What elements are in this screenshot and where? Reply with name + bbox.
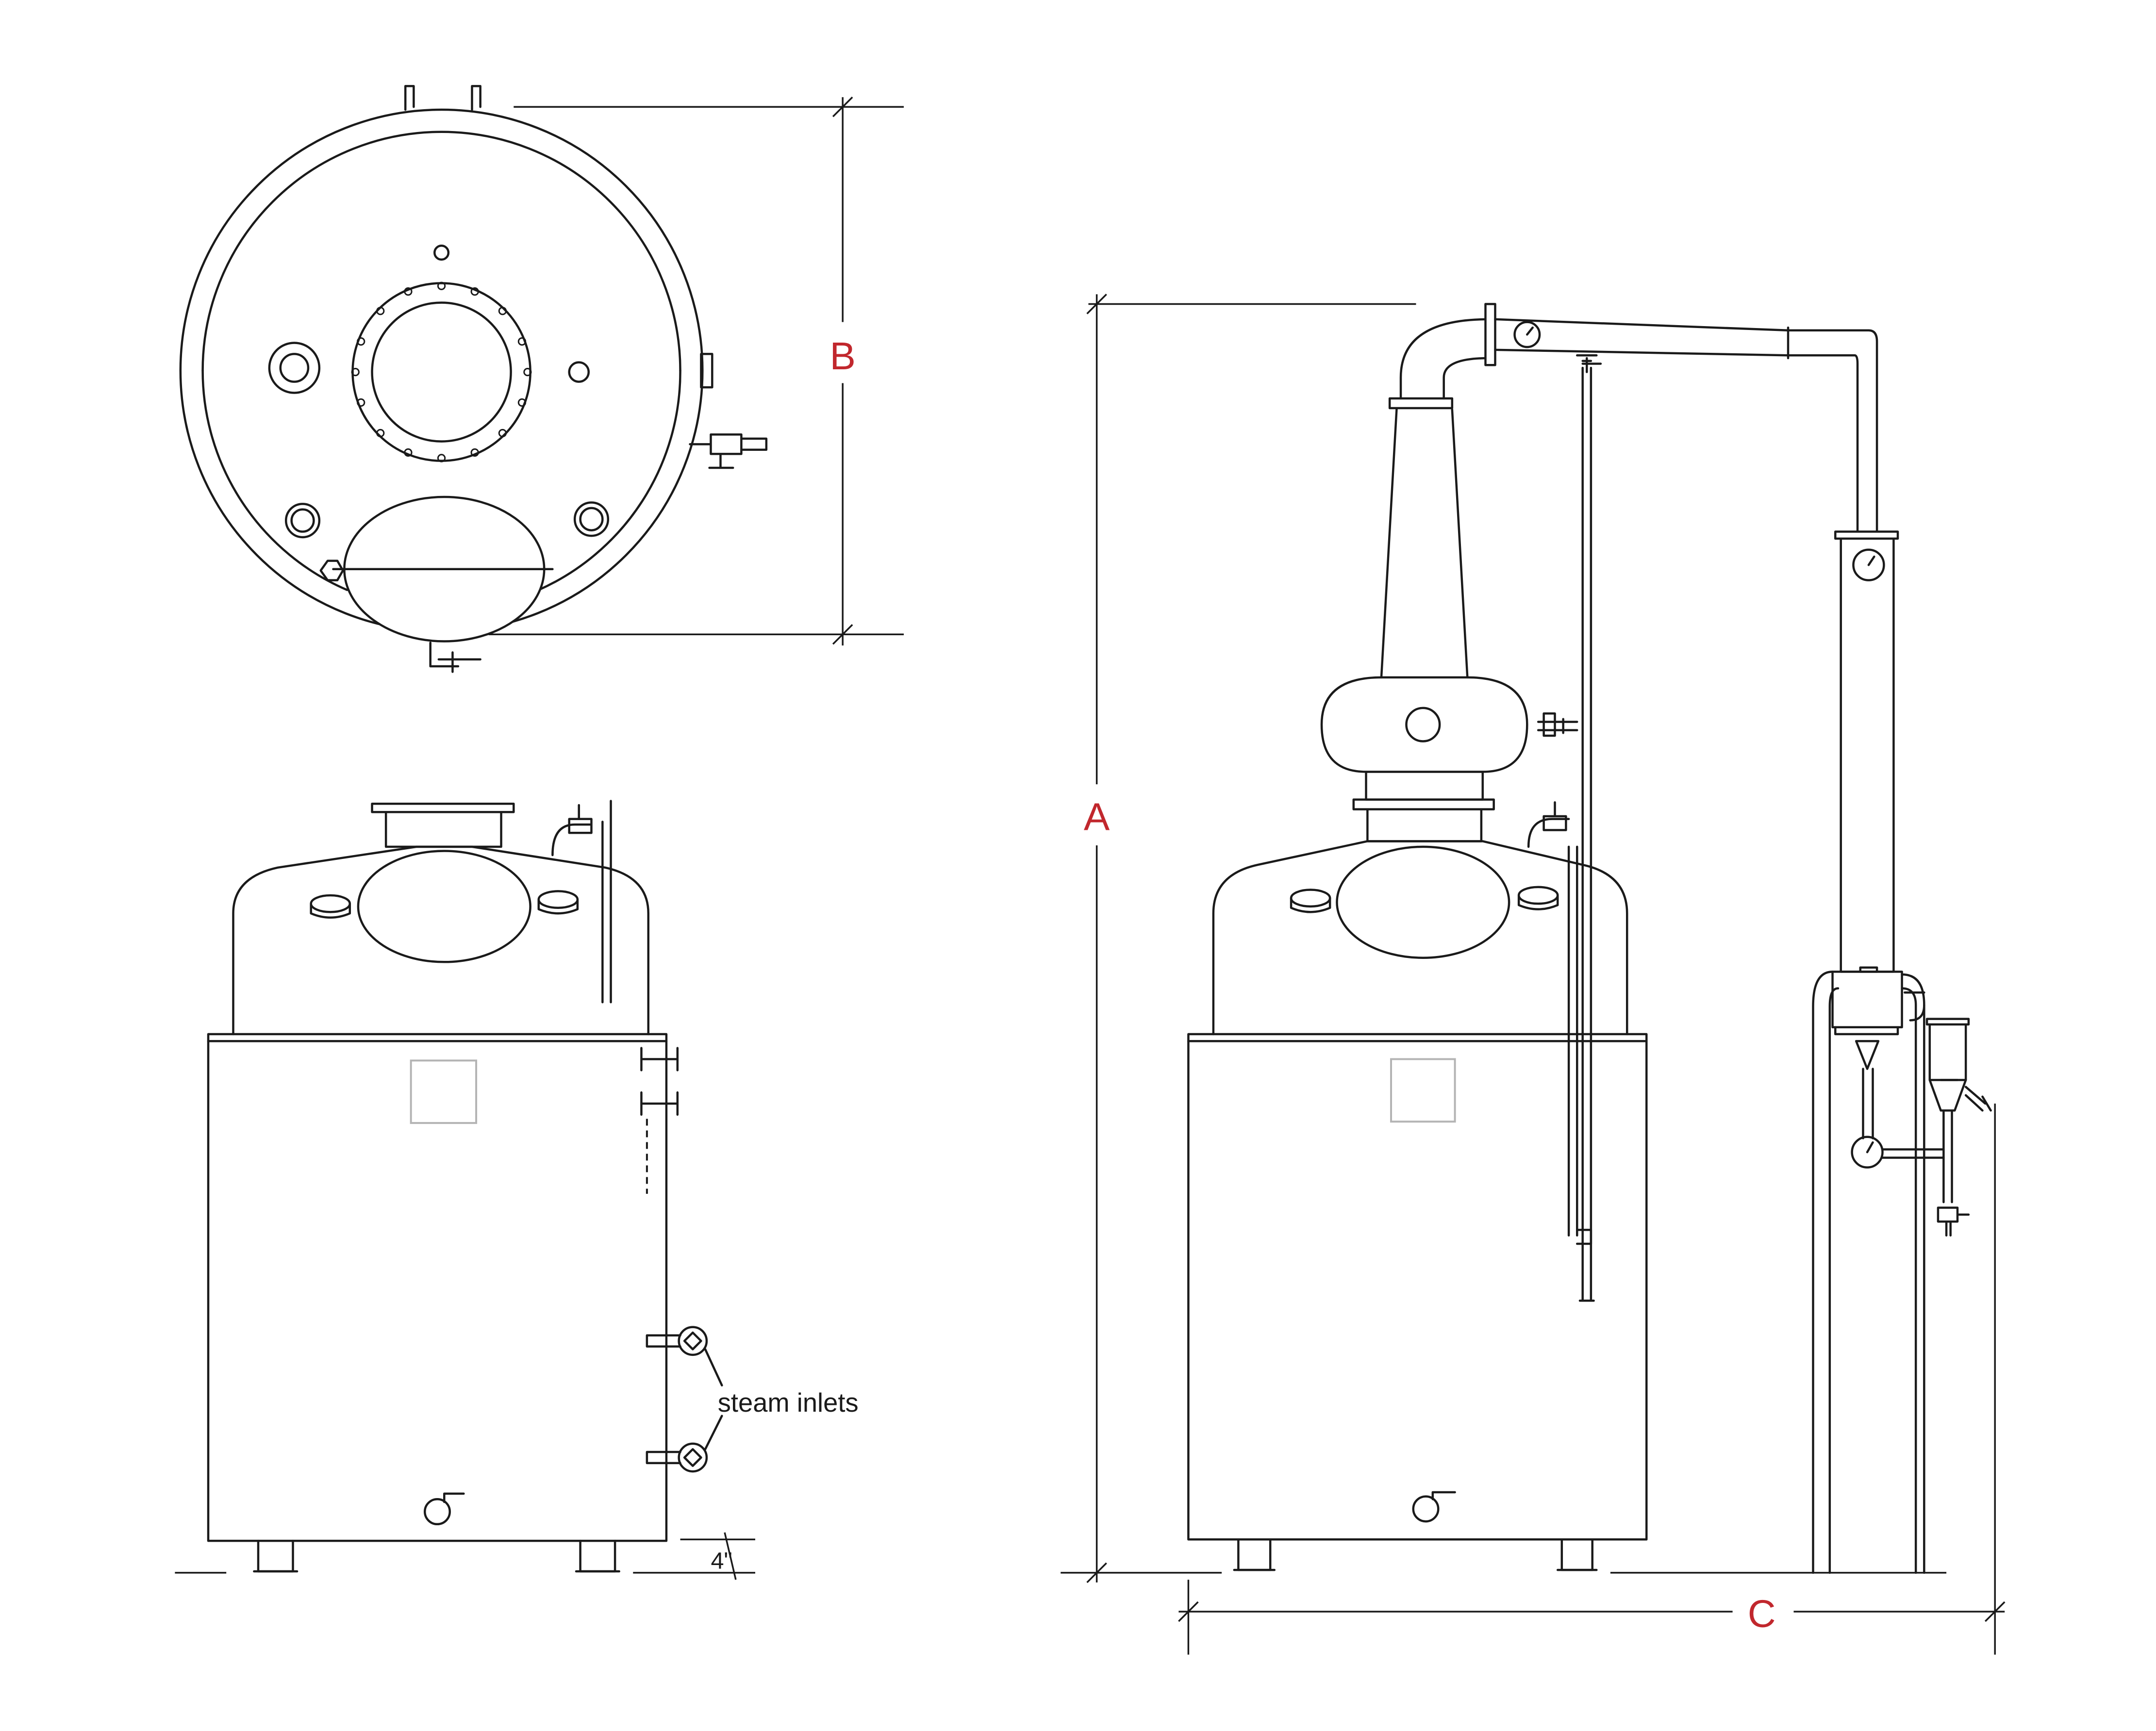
still-elevation: [1188, 304, 1990, 1572]
dimension-a-label: A: [1084, 795, 1110, 839]
dimension-c: [1178, 1104, 2005, 1655]
dimension-b-label: B: [829, 334, 855, 378]
leg-height-label: 4": [711, 1548, 732, 1574]
dimension-a: [1061, 294, 1946, 1583]
top-view: [181, 86, 766, 672]
dimension-b: [489, 97, 904, 645]
dimension-c-label: C: [1748, 1591, 1776, 1635]
front-view: [175, 801, 755, 1580]
steam-inlets-callout: steam inlets: [718, 1388, 859, 1418]
